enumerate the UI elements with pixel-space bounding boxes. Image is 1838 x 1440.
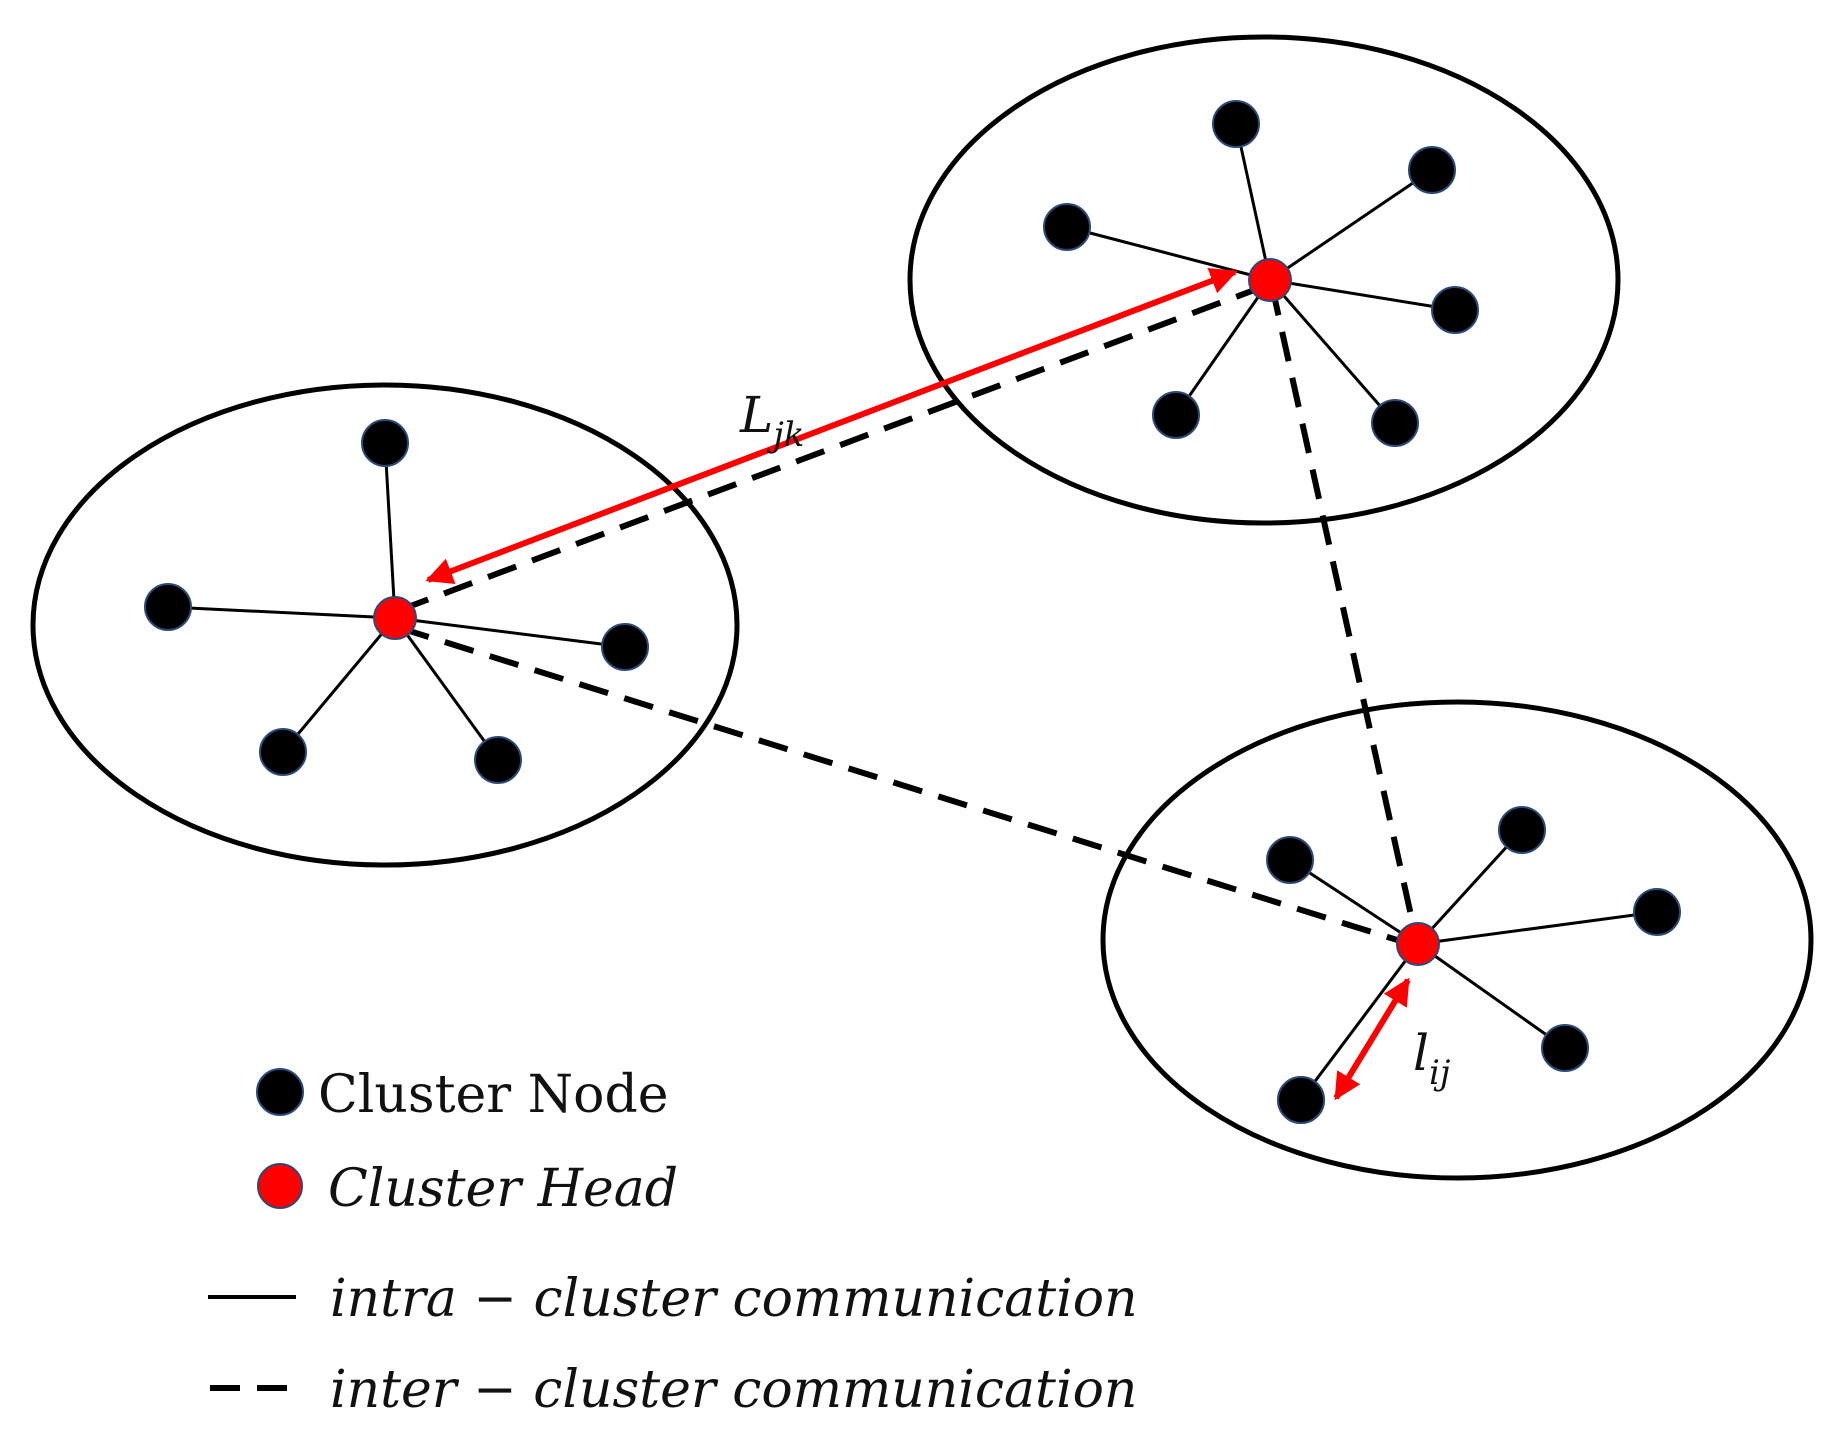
legend-head-swatch: [257, 1163, 303, 1209]
legend-intra-label: intra − cluster communication: [330, 1269, 1138, 1329]
cluster-node: [1633, 888, 1681, 936]
intra-edges-bottom: [1289, 828, 1658, 1050]
intra-distance-label: lij: [1413, 1024, 1451, 1093]
cluster-node: [1212, 100, 1260, 148]
intra-edges-left: [167, 442, 626, 761]
cluster-head-left: [373, 596, 417, 640]
cluster-node: [1371, 399, 1419, 447]
cluster-head-top: [1248, 258, 1292, 302]
inter-link-top-bottom: [1269, 285, 1419, 939]
cluster-heads: [373, 258, 1440, 966]
inter-link-left-bottom: [399, 625, 1411, 947]
cluster-node: [1043, 203, 1091, 251]
cluster-node: [259, 728, 307, 776]
cluster-nodes-left: [144, 419, 649, 784]
intra-edge-bottom-lower-left: [1299, 943, 1420, 1101]
cluster-node: [1266, 836, 1314, 884]
cluster-node: [1498, 806, 1546, 854]
legend-inter-label: inter − cluster communication: [330, 1360, 1137, 1420]
cluster-node: [144, 583, 192, 631]
cluster-boundary-bottom: [1100, 699, 1814, 1181]
inter-link-left-top: [398, 283, 1267, 613]
inter-distance-label: Ljk: [739, 386, 804, 455]
cluster-nodes-top: [1043, 100, 1479, 447]
legend-node-swatch: [256, 1068, 304, 1116]
intra-distance-arrow: [1333, 977, 1411, 1101]
cluster-nodes-bottom: [1266, 806, 1681, 1124]
cluster-boundary-left: [30, 382, 740, 868]
cluster-node: [1152, 391, 1200, 439]
cluster-node: [474, 736, 522, 784]
cluster-node: [1431, 286, 1479, 334]
inter-distance-arrow: [425, 268, 1238, 584]
legend: Cluster Node Cluster Head intra − cluste…: [208, 1065, 1138, 1420]
cluster-node: [361, 419, 409, 467]
legend-node-label: Cluster Node: [318, 1065, 669, 1125]
inter-cluster-links: [398, 283, 1419, 947]
cluster-node: [1277, 1076, 1325, 1124]
legend-head-label: Cluster Head: [328, 1159, 678, 1219]
cluster-node: [601, 623, 649, 671]
cluster-node: [1541, 1024, 1589, 1072]
cluster-head-bottom: [1396, 922, 1440, 966]
cluster-node: [1408, 146, 1456, 194]
